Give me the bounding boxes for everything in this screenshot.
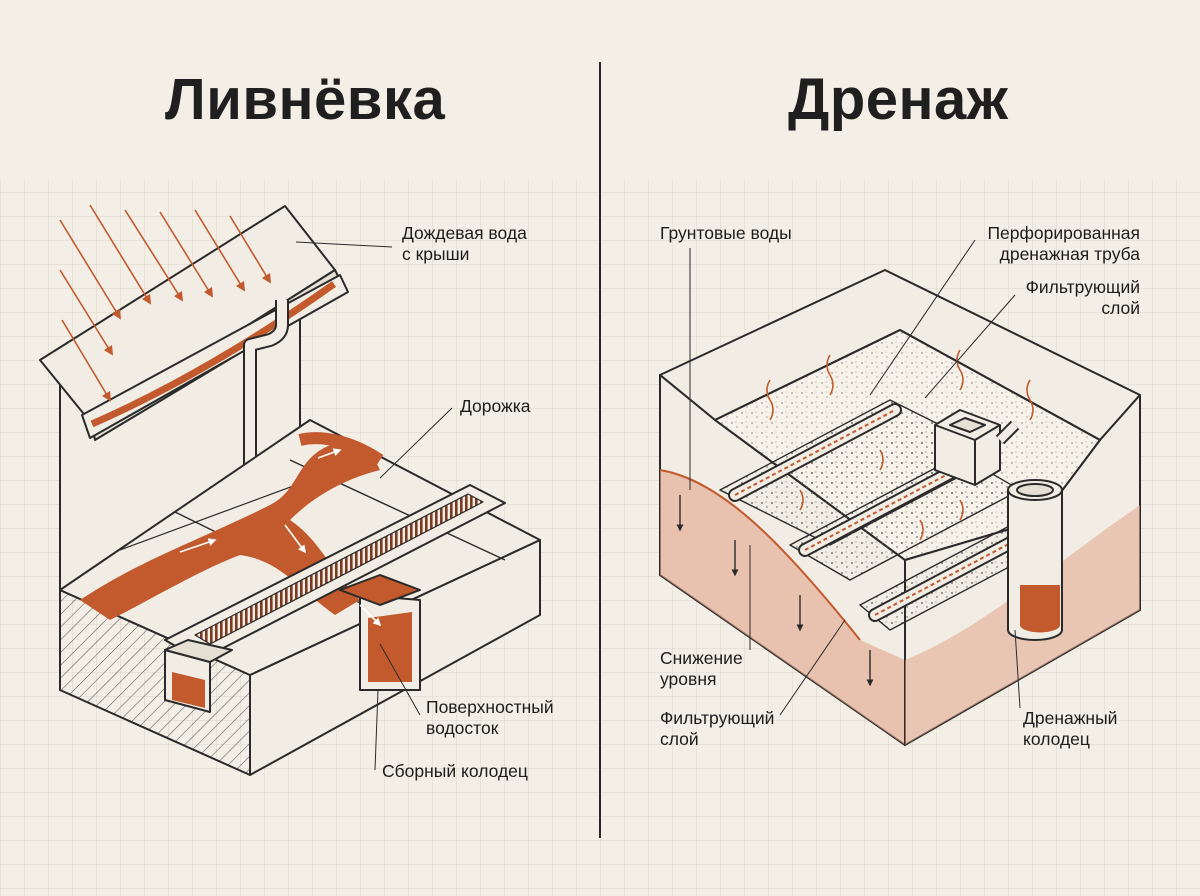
drain-well bbox=[1008, 480, 1062, 640]
label-perforated-pipe: Перфорированная дренажная труба bbox=[987, 223, 1140, 265]
label-level-drop: Снижение уровня bbox=[660, 648, 743, 690]
title-stormwater: Ливнёвка bbox=[165, 66, 445, 133]
label-path: Дорожка bbox=[460, 396, 531, 417]
label-catch-basin: Сборный колодец bbox=[382, 761, 528, 782]
label-drain-well: Дренажный колодец bbox=[1023, 708, 1117, 750]
label-groundwater: Грунтовые воды bbox=[660, 223, 792, 244]
label-rainwater: Дождевая вода с крыши bbox=[402, 223, 527, 265]
catch-basin-water bbox=[368, 612, 412, 682]
label-filter-layer-top: Фильтрующий слой bbox=[1026, 277, 1140, 319]
label-filter-layer-bottom: Фильтрующий слой bbox=[660, 708, 774, 750]
title-drainage: Дренаж bbox=[788, 66, 1008, 133]
label-surface-drain: Поверхностный водосток bbox=[426, 697, 554, 739]
